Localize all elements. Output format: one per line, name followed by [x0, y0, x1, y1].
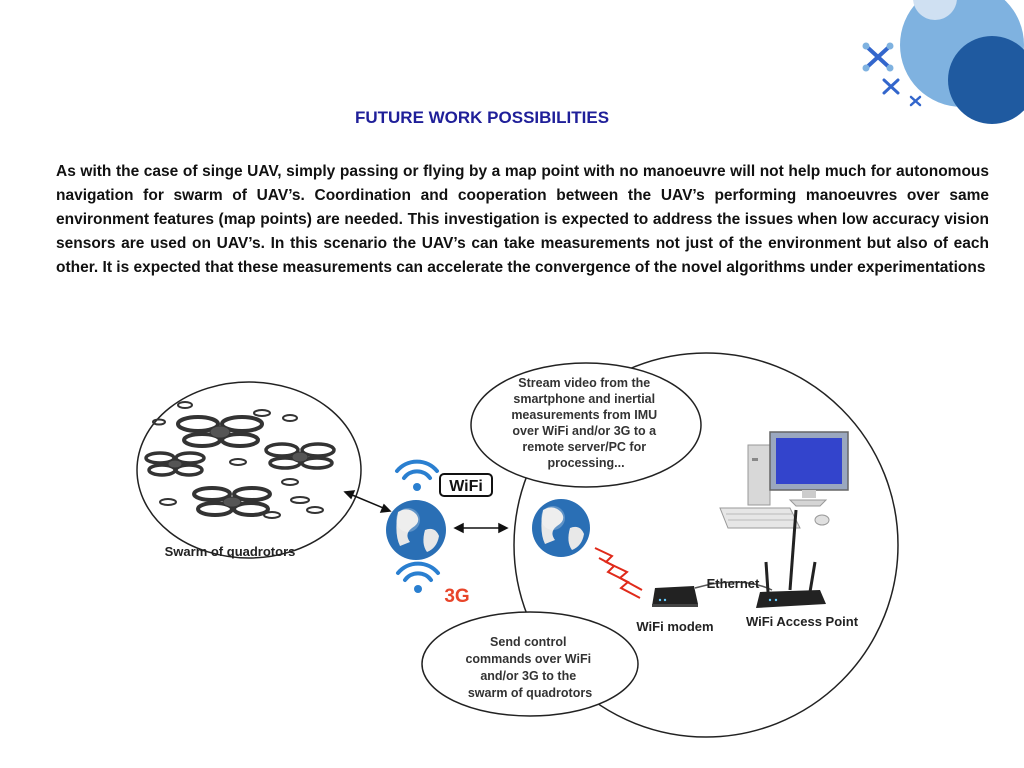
- cell-signal-icon: [396, 561, 440, 593]
- cross-icon-large: [862, 42, 894, 72]
- control-bubble-text: Send control commands over WiFi and/or 3…: [465, 635, 594, 700]
- swarm-globe-arrow: [343, 490, 392, 513]
- dark-blue-circle: [948, 36, 1024, 124]
- pale-blue-circle: [913, 0, 957, 20]
- wifi-badge: WiFi: [439, 473, 493, 497]
- globe-icon: [532, 499, 590, 557]
- globe-icon: [386, 500, 446, 560]
- quadrotor-drone-icon: [144, 401, 336, 519]
- swarm-ellipse: [136, 381, 362, 559]
- access-point-label: WiFi Access Point: [746, 614, 859, 629]
- slide-body-paragraph: As with the case of singe UAV, simply pa…: [56, 163, 989, 276]
- router-icon: [652, 586, 698, 607]
- lightning-bolt-icon: [594, 547, 643, 599]
- ethernet-label: Ethernet: [707, 576, 760, 591]
- desktop-computer-icon: [719, 431, 849, 529]
- cell-badge: 3G: [444, 586, 469, 607]
- ethernet-cable: [694, 581, 773, 591]
- swarm-label: Swarm of quadrotors: [165, 544, 296, 559]
- router-icon: [756, 509, 826, 608]
- svg-text:WiFi: WiFi: [449, 478, 483, 495]
- cross-icon-small: [909, 95, 922, 107]
- wifi-signal-icon: [395, 459, 439, 491]
- modem-label: WiFi modem: [636, 619, 713, 634]
- slide-title: FUTURE WORK POSSIBILITIES: [354, 108, 610, 127]
- cross-icon-medium: [882, 78, 900, 95]
- stream-bubble-text: Stream video from the smartphone and ine…: [511, 376, 660, 470]
- stream-bubble: [470, 362, 702, 488]
- control-bubble: [421, 611, 639, 717]
- globe-link-arrow: [453, 522, 509, 534]
